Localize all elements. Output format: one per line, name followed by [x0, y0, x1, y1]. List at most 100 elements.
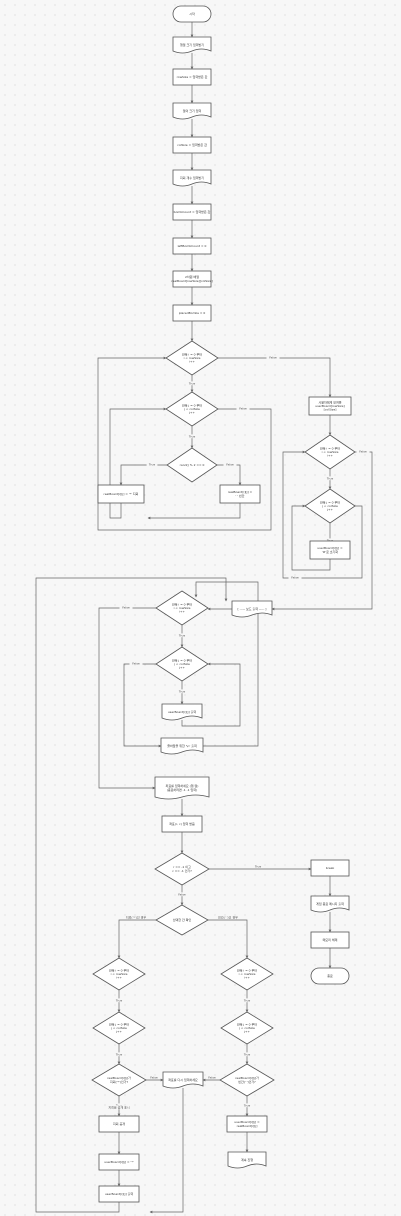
node-label: i < rowSize — [174, 606, 191, 610]
document-shape — [227, 1151, 267, 1169]
edge-label-bg — [176, 689, 188, 694]
node-label: 지뢰('*')인가? — [110, 1079, 129, 1084]
edge-label-bg — [176, 633, 188, 638]
node-label: 반복 j = 0 부터 — [320, 499, 340, 504]
edge-label-bg — [236, 406, 250, 411]
edge-label-bg — [119, 605, 133, 610]
document-shape — [160, 737, 204, 755]
node-label: 종료 — [327, 974, 333, 978]
process-shape — [310, 931, 350, 949]
node-label: 좌표를 입력하세요 (행,열) — [166, 783, 199, 788]
edge-l-i-j: True — [113, 990, 125, 1013]
document-shape — [154, 776, 210, 800]
node-label: placedBombs = 0 — [179, 311, 206, 315]
node-label: 반복 j = 0 부터 — [237, 1021, 257, 1026]
edge-label: 지뢰를 공개 표시 — [108, 1105, 129, 1110]
node-label: userBoard[i][j] 출력 — [105, 1191, 133, 1196]
edge-fill-back — [291, 504, 331, 571]
edge-label: 지뢰('*')인 경우 — [126, 915, 146, 920]
node-label: 시작 — [189, 11, 195, 16]
edge-label: False — [359, 450, 367, 454]
document-shape — [162, 1071, 204, 1089]
edge-label: False — [269, 356, 277, 360]
node-label: c == -1 인가? — [172, 868, 192, 873]
node-label: 행열 크기 입력받기 — [180, 42, 204, 47]
edge-line — [282, 450, 363, 579]
process-shape — [98, 1153, 140, 1171]
edge-j3-newline: False — [123, 661, 162, 748]
edge-i2-show: False — [271, 449, 373, 611]
node-d-rand: rand() % 2 == 0 — [166, 447, 218, 483]
node-label: '#'로 초기화 — [322, 549, 338, 554]
document-shape — [172, 169, 212, 187]
edge-label-bg — [324, 476, 336, 481]
terminal-shape — [310, 967, 350, 985]
edge-label: False — [239, 407, 247, 411]
process-shape — [97, 484, 145, 504]
edge-label: False — [122, 606, 130, 610]
node-label: j++ — [115, 1030, 122, 1034]
node-label: rand() % 2 == 0 — [180, 463, 205, 467]
edge-label: True — [188, 435, 196, 439]
edge-line — [123, 663, 162, 748]
edge-line — [147, 503, 241, 520]
node-label: 반복 i = 0 부터 — [172, 601, 192, 606]
edge-line — [271, 451, 373, 611]
node-label: 지뢰 공개 — [113, 1121, 125, 1126]
node-n-l-print: userBoard[i][j] 출력 — [98, 1185, 140, 1203]
node-n-r-break: break — [310, 859, 350, 877]
edge-label: True — [178, 634, 186, 638]
edge-label: True — [115, 999, 123, 1003]
edge-label: False — [132, 662, 140, 666]
edge-r-i-j: True — [241, 990, 253, 1013]
node-n-p1: rowSize = 입력받은 값 — [172, 68, 212, 86]
decision-shape — [91, 1063, 147, 1097]
node-n-bomb: realBoard[i][j] = '*' 지뢰 — [97, 484, 145, 504]
node-label: realBoard[i][j]가 — [107, 1075, 131, 1080]
node-label: realBoard[rowSize][colSize] — [171, 279, 212, 283]
node-label: 사용자에게 보여줄 — [318, 399, 341, 404]
node-n-print: userBoard[i][j] 출력 — [161, 703, 203, 721]
decision-shape — [92, 1011, 146, 1045]
edge-label: 빈칸(' ')인 경우 — [218, 915, 238, 920]
node-label: j < colSize — [238, 1026, 255, 1030]
node-label: r == -1 이고 — [173, 864, 191, 869]
node-label: userBoard[i][j] = — [317, 546, 343, 550]
decision-shape — [304, 488, 356, 524]
node-d-cell: 선택한 칸 확인 — [155, 904, 209, 936]
node-n-newline: 줄바꿈을 위한 '\n' 출력 — [160, 737, 204, 755]
edge-line — [119, 464, 167, 486]
process-shape — [226, 1115, 268, 1133]
edge-empty-back — [147, 503, 241, 520]
node-label: userBoard[i][j] = — [234, 1120, 260, 1124]
edge-l-check-mid: False — [146, 1075, 164, 1082]
node-label: ' ' 빈칸 — [235, 493, 244, 498]
edge-cell-right: 빈칸(' ')인 경우 — [208, 915, 249, 959]
decision-shape — [220, 1011, 274, 1045]
node-n-p2: colSize = 입력받은 값 — [172, 136, 212, 154]
edge-label: True — [243, 1104, 251, 1108]
node-label: j++ — [243, 1030, 250, 1034]
edge-r-check-mid: False — [202, 1075, 220, 1082]
process-shape — [309, 540, 351, 560]
edge-label: False — [150, 1076, 158, 1080]
process-shape — [172, 68, 212, 86]
edge-label-bg — [186, 434, 198, 439]
process-shape — [172, 304, 212, 322]
terminal-shape — [172, 5, 212, 23]
node-label: i < rowSize — [184, 356, 201, 360]
edge-label-bg — [147, 1075, 161, 1080]
edge-label-bg — [113, 1103, 125, 1108]
node-label: i < rowSize — [322, 450, 339, 454]
node-label: 선택한 칸 확인 — [173, 917, 192, 922]
node-d-r-check: realBoard[i][j]가빈칸(' ')인가? — [219, 1063, 275, 1097]
document-shape — [172, 102, 212, 120]
node-label: [ ----- 보드 출력 ----- ] — [238, 606, 267, 611]
node-label: realBoard[i][j] — [237, 1124, 258, 1128]
edge-j3-print: True — [176, 681, 188, 705]
process-shape — [172, 136, 212, 154]
edge-i2-j2: True — [324, 469, 336, 490]
edge-rand-bomb: True — [119, 462, 167, 486]
